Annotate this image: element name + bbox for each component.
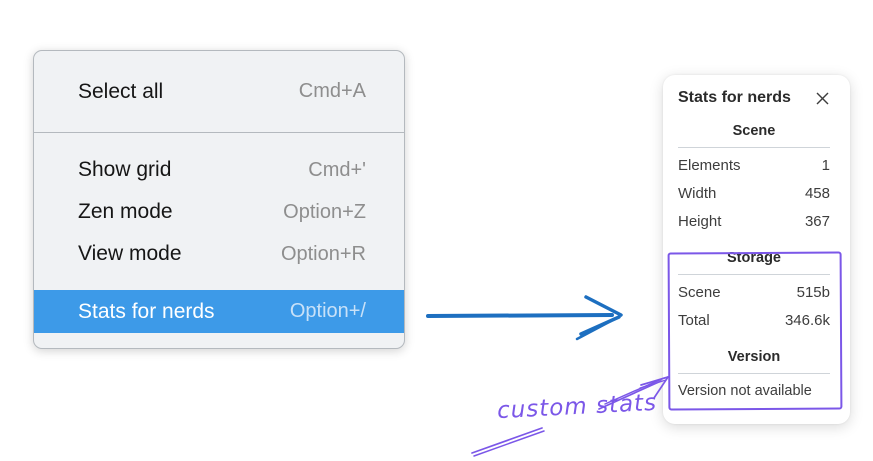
- stats-panel: Stats for nerds Scene Elements 1 Width 4…: [663, 75, 850, 424]
- stat-row: Elements 1: [678, 152, 830, 180]
- menu-group: Show grid Cmd+' Zen mode Option+Z View m…: [34, 133, 404, 333]
- stat-value: 1: [821, 157, 830, 174]
- close-button[interactable]: [815, 91, 830, 106]
- section-heading-scene: Scene: [732, 123, 776, 139]
- menu-item-stats-for-nerds[interactable]: Stats for nerds Option+/: [34, 290, 404, 333]
- menu-item-shortcut: Option+R: [280, 242, 366, 265]
- menu-item-label: Show grid: [78, 158, 172, 181]
- section-heading-storage: Storage: [727, 250, 781, 266]
- menu-item-select-all[interactable]: Select all Cmd+A: [34, 51, 404, 132]
- section-heading-version: Version: [727, 349, 781, 365]
- menu-item-label: Zen mode: [78, 200, 173, 223]
- stat-label: Width: [678, 185, 717, 202]
- section-divider: [678, 274, 830, 275]
- annotation-label: custom stats: [496, 389, 658, 425]
- x-icon: [816, 92, 829, 104]
- stat-label: Total: [678, 312, 710, 329]
- stat-value: 346.6k: [784, 312, 830, 329]
- menu-item-show-grid[interactable]: Show grid Cmd+': [34, 149, 404, 191]
- menu-item-label: Stats for nerds: [78, 299, 215, 323]
- menu-item-shortcut: Cmd+A: [298, 80, 366, 102]
- stat-row: Height 367: [678, 208, 830, 236]
- stats-panel-title: Stats for nerds: [678, 89, 791, 106]
- menu-item-shortcut: Option+Z: [283, 200, 366, 223]
- context-menu: Select all Cmd+A Show grid Cmd+' Zen mod…: [33, 50, 405, 349]
- stats-panel-header: Stats for nerds: [678, 87, 830, 109]
- menu-item-shortcut: Cmd+': [308, 158, 366, 181]
- stat-row: Width 458: [678, 180, 830, 208]
- version-note: Version not available: [678, 383, 812, 399]
- menu-item-label: View mode: [78, 242, 182, 265]
- stat-value: 515b: [796, 284, 830, 301]
- blue-arrow: [426, 295, 623, 341]
- section-divider: [678, 147, 830, 148]
- menu-item-label: Select all: [78, 79, 164, 103]
- menu-item-shortcut: Option+/: [289, 300, 366, 322]
- stat-row: Scene 515b: [678, 279, 830, 307]
- stat-row: Total 346.6k: [678, 307, 830, 335]
- stat-label: Scene: [678, 284, 721, 301]
- stat-label: Elements: [678, 157, 741, 174]
- stat-label: Height: [678, 213, 722, 230]
- menu-item-view-mode[interactable]: View mode Option+R: [34, 233, 404, 275]
- stat-value: 458: [804, 185, 830, 202]
- section-divider: [678, 373, 830, 374]
- menu-divider: [34, 132, 404, 133]
- stat-value: 367: [804, 213, 830, 230]
- menu-item-zen-mode[interactable]: Zen mode Option+Z: [34, 191, 404, 233]
